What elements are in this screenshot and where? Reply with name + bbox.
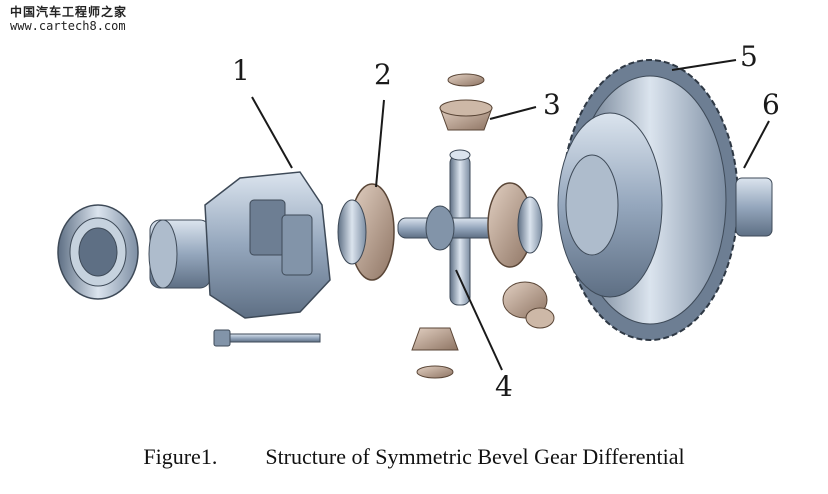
leader-line-4 [455,269,503,371]
figure-caption: Figure1. Structure of Symmetric Bevel Gea… [0,444,828,470]
figure-title: Structure of Symmetric Bevel Gear Differ… [265,444,685,469]
bolt [213,329,321,347]
leader-line-5 [671,59,737,71]
watermark-title: 中国汽车工程师之家 [10,5,128,19]
callout-6: 6 [762,88,780,121]
leader-line-2 [375,99,385,188]
callout-2: 2 [374,58,392,91]
leader-line-3 [489,106,537,120]
callout-4: 4 [495,370,513,403]
side-gear-left [337,183,395,281]
callout-3: 3 [543,88,561,121]
differential-case-half [148,171,331,319]
side-gear-right [487,182,543,268]
leader-lines [251,59,770,371]
bearing [57,204,139,300]
planet-pinion-right [502,281,555,329]
differential-case-right [557,112,773,298]
planet-pinion-bottom [411,327,459,379]
callout-5: 5 [740,40,758,73]
figure-label: Figure1. [143,444,218,469]
leader-line-6 [743,120,770,169]
watermark: 中国汽车工程师之家 www.cartech8.com [10,5,128,34]
planet-pinion-top [439,73,493,131]
leader-line-1 [251,96,293,169]
callout-1: 1 [232,54,250,87]
watermark-url: www.cartech8.com [10,18,126,33]
